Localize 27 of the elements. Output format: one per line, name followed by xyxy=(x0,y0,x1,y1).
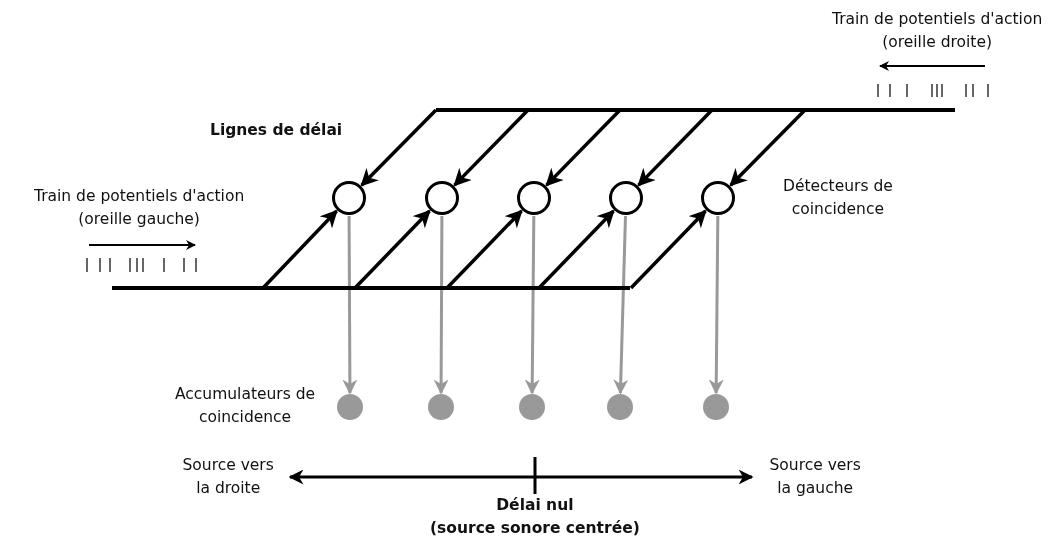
caption-text: Détecteurs de coincidence xyxy=(783,176,893,221)
caption-text: Train de potentiels d'action (oreille gauche) xyxy=(34,186,245,231)
caption-text: Train de potentiels d'action (oreille droite) xyxy=(832,9,1043,54)
coincidence-detector-circle xyxy=(609,181,643,215)
caption-text: Délai nul (source sonore centrée) xyxy=(430,495,640,540)
arrow xyxy=(613,215,629,395)
delay-line-bar xyxy=(436,108,955,112)
coincidence-detector-circle xyxy=(425,181,459,215)
coincidence-detector-circle xyxy=(701,181,735,215)
arrow xyxy=(708,216,724,395)
coincidence-detector-circle xyxy=(517,181,551,215)
arrow xyxy=(629,209,707,290)
caption-text: Source vers la droite xyxy=(182,455,274,500)
caption-text: Accumulateurs de coincidence xyxy=(175,384,316,429)
coincidence-detector-circle xyxy=(332,181,366,215)
arrow xyxy=(433,216,449,395)
arrow xyxy=(524,216,540,395)
accumulator-dot xyxy=(607,394,633,420)
accumulator-dot xyxy=(703,394,729,420)
accumulator-dot xyxy=(428,394,454,420)
arrow xyxy=(360,108,438,187)
caption-text: Source vers la gauche xyxy=(769,455,861,500)
accumulator-dot xyxy=(519,394,545,420)
heading-text: Lignes de délai xyxy=(210,120,343,141)
delay-line-bar xyxy=(112,286,630,290)
accumulator-dot xyxy=(337,394,363,420)
arrow xyxy=(342,216,358,395)
